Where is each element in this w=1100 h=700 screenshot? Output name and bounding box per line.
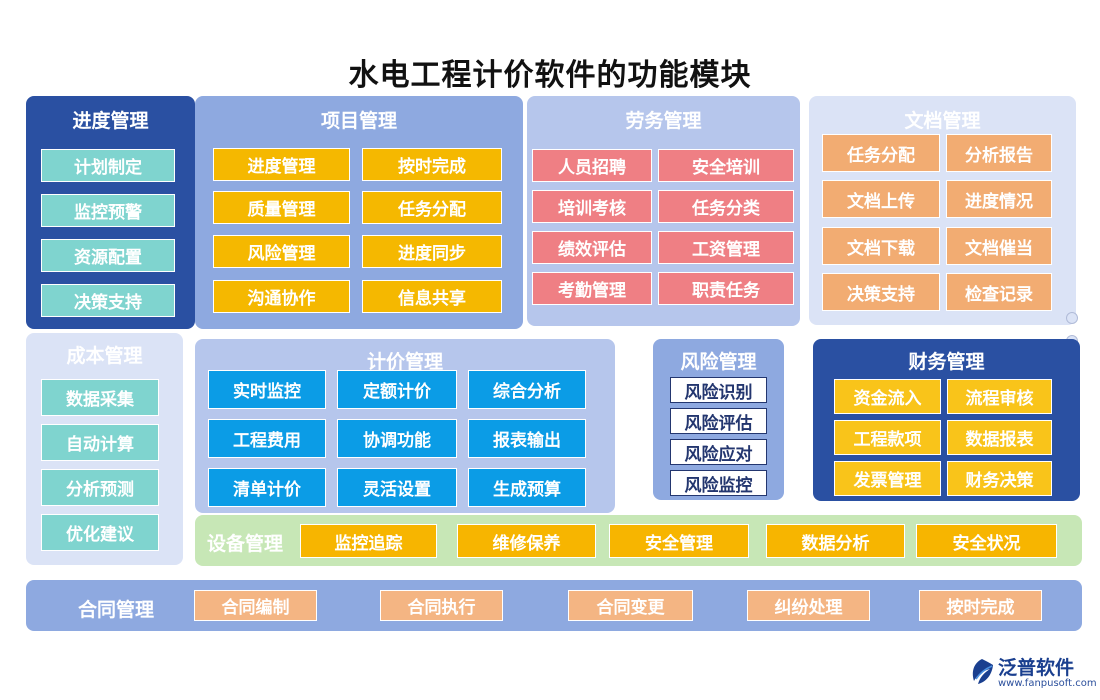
- docs-item: 检查记录: [946, 273, 1052, 311]
- finance-panel: 财务管理 资金流入 流程审核 工程款项 数据报表 发票管理 财务决策: [813, 339, 1080, 501]
- project-panel: 项目管理 进度管理 按时完成 质量管理 任务分配 风险管理 进度同步 沟通协作 …: [195, 96, 523, 329]
- fanpu-logo: 泛普软件 www.fanpusoft.com: [968, 652, 1097, 694]
- equipment-item: 安全管理: [609, 524, 749, 558]
- pricing-item: 实时监控: [208, 370, 326, 409]
- pricing-item: 工程费用: [208, 419, 326, 458]
- finance-item: 工程款项: [834, 420, 941, 455]
- contract-item: 按时完成: [919, 590, 1042, 621]
- logo-name: 泛普软件: [998, 657, 1075, 679]
- risk-title: 风险管理: [680, 351, 757, 373]
- risk-panel: 风险管理 风险识别 风险评估 风险应对 风险监控: [653, 339, 784, 500]
- pricing-item: 报表输出: [468, 419, 586, 458]
- logo-url: www.fanpusoft.com: [998, 678, 1097, 689]
- project-item: 信息共享: [362, 280, 502, 313]
- progress-panel: 进度管理 计划制定 监控预警 资源配置 决策支持: [26, 96, 195, 329]
- cost-item: 数据采集: [41, 379, 159, 416]
- risk-item: 风险评估: [670, 408, 767, 434]
- contract-panel: 合同管理 合同编制 合同执行 合同变更 纠纷处理 按时完成: [26, 580, 1082, 631]
- pricing-title: 计价管理: [366, 351, 443, 373]
- pricing-item: 灵活设置: [337, 468, 457, 507]
- equipment-panel: 设备管理 监控追踪 维修保养 安全管理 数据分析 安全状况: [195, 515, 1082, 566]
- cost-title: 成本管理: [66, 345, 143, 367]
- labor-item: 任务分类: [658, 190, 794, 223]
- pricing-item: 生成预算: [468, 468, 586, 507]
- progress-item: 决策支持: [41, 284, 175, 317]
- connector-dot: [1066, 312, 1078, 324]
- docs-item: 进度情况: [946, 180, 1052, 218]
- labor-item: 职责任务: [658, 272, 794, 305]
- project-item: 风险管理: [213, 235, 350, 268]
- contract-item: 合同变更: [568, 590, 693, 621]
- equipment-item: 数据分析: [766, 524, 905, 558]
- equipment-title: 设备管理: [207, 533, 284, 555]
- contract-item: 合同编制: [194, 590, 317, 621]
- project-item: 质量管理: [213, 191, 350, 224]
- pricing-item: 清单计价: [208, 468, 326, 507]
- cost-item: 优化建议: [41, 514, 159, 551]
- equipment-item: 维修保养: [457, 524, 596, 558]
- labor-item: 人员招聘: [532, 149, 652, 182]
- labor-item: 培训考核: [532, 190, 652, 223]
- progress-item: 资源配置: [41, 239, 175, 272]
- labor-title: 劳务管理: [625, 110, 702, 132]
- docs-item: 分析报告: [946, 134, 1052, 172]
- project-item: 按时完成: [362, 148, 502, 181]
- progress-item: 计划制定: [41, 149, 175, 182]
- cost-item: 自动计算: [41, 424, 159, 461]
- risk-item: 风险识别: [670, 377, 767, 403]
- finance-item: 资金流入: [834, 379, 941, 414]
- cost-item: 分析预测: [41, 469, 159, 506]
- fanpu-logo-icon: [972, 659, 993, 684]
- finance-item: 数据报表: [947, 420, 1052, 455]
- project-item: 进度同步: [362, 235, 502, 268]
- pricing-item: 综合分析: [468, 370, 586, 409]
- labor-item: 安全培训: [658, 149, 794, 182]
- docs-item: 文档催当: [946, 227, 1052, 265]
- pricing-item: 定额计价: [337, 370, 457, 409]
- pricing-panel: 计价管理 实时监控 定额计价 综合分析 工程费用 协调功能 报表输出 清单计价 …: [195, 339, 615, 513]
- finance-item: 财务决策: [947, 461, 1052, 496]
- docs-item: 文档下载: [822, 227, 940, 265]
- equipment-item: 安全状况: [916, 524, 1057, 558]
- docs-title: 文档管理: [904, 110, 981, 132]
- docs-item: 任务分配: [822, 134, 940, 172]
- risk-item: 风险监控: [670, 470, 767, 496]
- labor-item: 考勤管理: [532, 272, 652, 305]
- project-title: 项目管理: [320, 110, 397, 132]
- finance-item: 流程审核: [947, 379, 1052, 414]
- docs-item: 决策支持: [822, 273, 940, 311]
- project-item: 沟通协作: [213, 280, 350, 313]
- progress-title: 进度管理: [72, 110, 149, 132]
- cost-panel: 成本管理 数据采集 自动计算 分析预测 优化建议: [26, 333, 183, 565]
- risk-item: 风险应对: [670, 439, 767, 465]
- contract-item: 纠纷处理: [747, 590, 870, 621]
- contract-item: 合同执行: [380, 590, 503, 621]
- labor-panel: 劳务管理 人员招聘 安全培训 培训考核 任务分类 绩效评估 工资管理 考勤管理 …: [527, 96, 800, 326]
- pricing-item: 协调功能: [337, 419, 457, 458]
- contract-title: 合同管理: [78, 599, 155, 621]
- project-item: 进度管理: [213, 148, 350, 181]
- page-title: 水电工程计价软件的功能模块: [348, 58, 752, 93]
- docs-item: 文档上传: [822, 180, 940, 218]
- labor-item: 绩效评估: [532, 231, 652, 264]
- docs-panel: 文档管理 任务分配 分析报告 文档上传 进度情况 文档下载 文档催当 决策支持 …: [809, 96, 1076, 325]
- project-item: 任务分配: [362, 191, 502, 224]
- progress-item: 监控预警: [41, 194, 175, 227]
- labor-item: 工资管理: [658, 231, 794, 264]
- finance-title: 财务管理: [908, 351, 985, 373]
- finance-item: 发票管理: [834, 461, 941, 496]
- equipment-item: 监控追踪: [300, 524, 437, 558]
